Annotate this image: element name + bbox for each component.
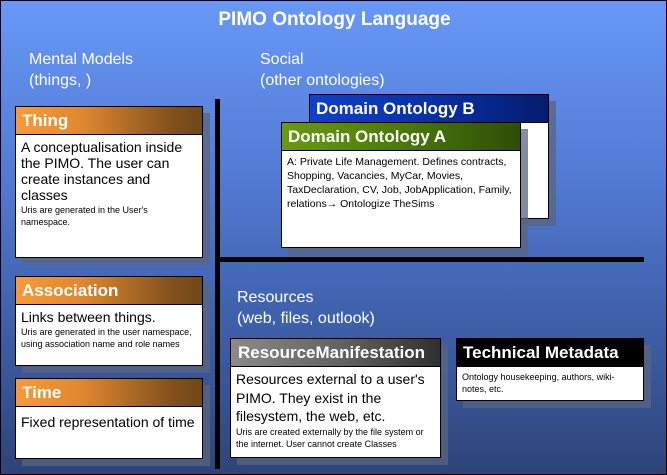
association-box: Association Links between things. Uris a… — [15, 276, 203, 366]
box-header: Domain Ontology B — [310, 95, 548, 123]
box-text: Resources external to a user's PIMO. The… — [236, 371, 425, 424]
time-box: Time Fixed representation of time — [15, 378, 203, 459]
box-text: A: Private Life Management. Defines cont… — [287, 156, 512, 210]
section-label: Social — [260, 51, 304, 68]
section-resources: Resources (web, files, outlook) — [237, 287, 375, 329]
technical-metadata-box: Technical Metadata Ontology housekeeping… — [456, 338, 644, 401]
section-sublabel: (other ontologies) — [260, 72, 385, 89]
box-text: A conceptualisation inside the PIMO. The… — [21, 139, 183, 203]
section-label: Mental Models — [29, 51, 134, 68]
box-header: Thing — [16, 107, 202, 135]
box-text: Links between things. — [21, 309, 156, 325]
box-note: Uris are created externally by the file … — [236, 426, 424, 449]
box-header: Time — [16, 379, 202, 407]
box-text: Ontology housekeeping, authors, wiki-not… — [462, 372, 615, 394]
box-note: Uris are generated in the User's namespa… — [21, 205, 148, 227]
section-label: Resources — [237, 289, 314, 306]
box-note: Uris are generated in the user namespace… — [21, 327, 192, 349]
section-mental-models: Mental Models (things, ) — [29, 49, 133, 91]
domain-ontology-a-box: Domain Ontology A A: Private Life Manage… — [281, 122, 521, 248]
resource-manifestation-box: ResourceManifestation Resources external… — [230, 338, 441, 458]
diagram-title: PIMO Ontology Language — [218, 9, 451, 30]
box-header: Association — [16, 277, 202, 305]
box-text: Fixed representation of time — [21, 414, 195, 430]
box-header: Domain Ontology A — [282, 123, 520, 151]
thing-box: Thing A conceptualisation inside the PIM… — [15, 106, 203, 258]
box-header: ResourceManifestation — [231, 339, 440, 367]
section-sublabel: (web, files, outlook) — [237, 310, 375, 327]
vertical-divider — [215, 99, 220, 469]
horizontal-divider — [215, 257, 644, 262]
section-social: Social (other ontologies) — [260, 49, 385, 91]
box-header: Technical Metadata — [457, 339, 643, 367]
section-sublabel: (things, ) — [29, 72, 92, 89]
